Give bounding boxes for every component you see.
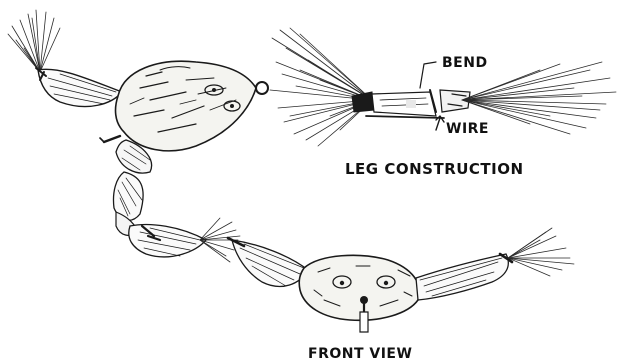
front-view-body bbox=[299, 255, 419, 332]
lower-leg-segments bbox=[113, 140, 151, 235]
front-view-left-leg bbox=[228, 238, 308, 286]
front-view-frog-lure: FRONT VIEW bbox=[228, 228, 574, 362]
front-view-caption: FRONT VIEW bbox=[308, 346, 412, 362]
leg-construction-caption: LEG CONSTRUCTION bbox=[345, 160, 524, 178]
front-view-right-feathers bbox=[508, 228, 574, 276]
leg-construction-detail: BEND WIRE LEG CONSTRUCTION bbox=[270, 28, 616, 178]
bend-pointer-line bbox=[420, 62, 436, 88]
upper-leg-segment bbox=[36, 68, 122, 107]
wire-label: WIRE bbox=[446, 121, 489, 137]
lower-foot-segment bbox=[129, 218, 240, 262]
side-view-body bbox=[100, 61, 268, 151]
front-view-right-leg bbox=[416, 228, 574, 300]
side-view-frog-lure bbox=[8, 10, 268, 262]
bend-label: BEND bbox=[442, 55, 488, 71]
rear-feather-tuft-top bbox=[8, 10, 60, 72]
leg-detail-left-feathers bbox=[270, 28, 372, 146]
